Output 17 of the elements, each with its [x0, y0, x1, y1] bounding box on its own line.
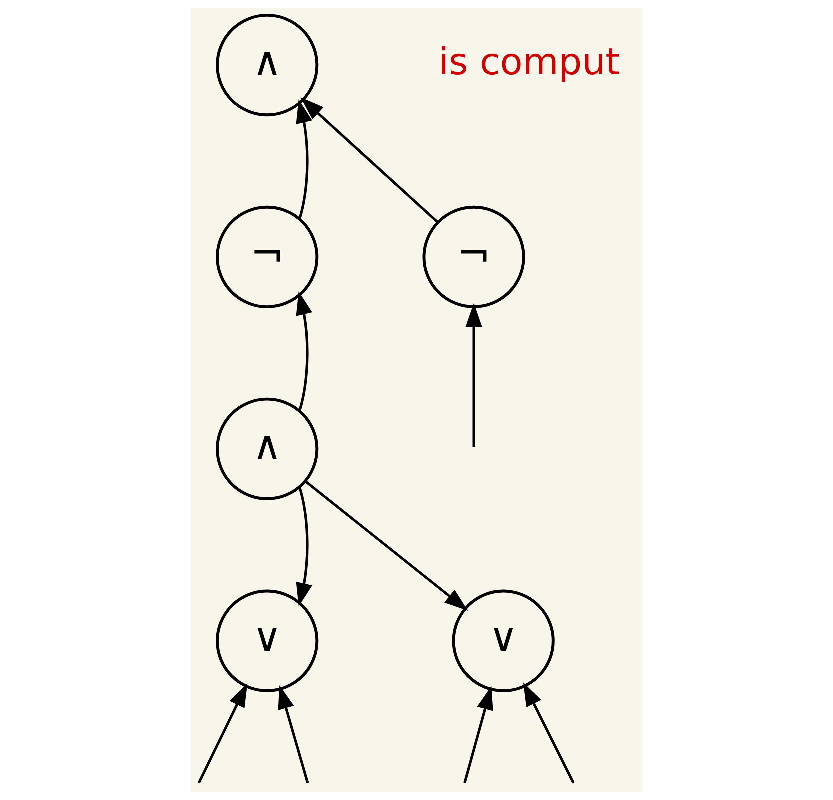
arrow — [305, 480, 468, 612]
arrow — [198, 683, 248, 784]
arrow — [296, 486, 312, 607]
node-circle: ∨ — [216, 590, 319, 692]
arrow — [466, 303, 482, 448]
arrow — [278, 685, 310, 784]
node-circle: ¬ — [422, 206, 526, 309]
node-circle: ¬ — [216, 206, 319, 309]
label: is comput — [438, 40, 620, 84]
arrow — [464, 686, 494, 784]
arrow — [523, 682, 575, 784]
node-circle: ∧ — [216, 14, 319, 117]
arrow — [300, 98, 439, 224]
node-circle: ∧ — [216, 398, 319, 500]
node-circle: ∨ — [452, 590, 555, 692]
arrow — [296, 100, 312, 220]
arrow — [296, 291, 312, 412]
